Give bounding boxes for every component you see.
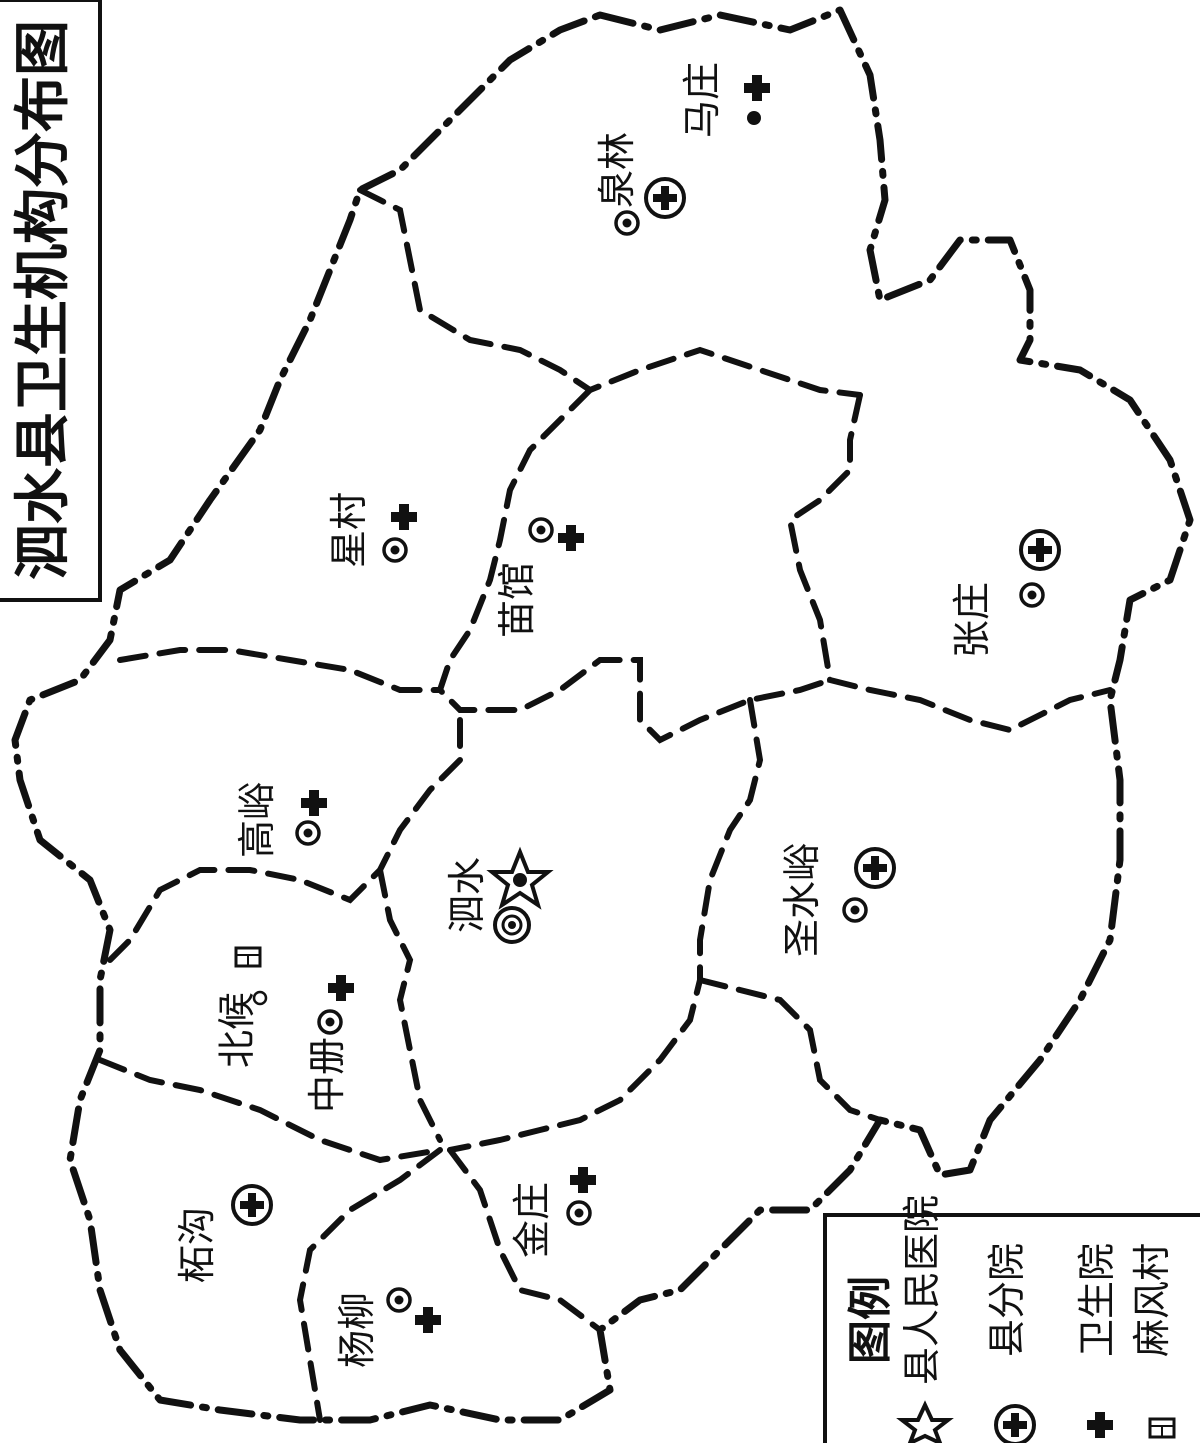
town-dot-icon [747,111,761,125]
health-center-icon [301,790,327,816]
branch-hospital-icon [644,177,686,219]
place-gaoyu: 高峪 [235,782,327,858]
county-seat-icon [493,906,531,944]
label-miaoguan: 苗馆 [495,562,539,638]
label-zhongce: 中册 [305,1037,349,1113]
town-seat-icon [317,1009,343,1035]
place-sishui: 泗水 [445,846,554,944]
town-seat-icon [842,897,868,923]
branch-hospital-icon [231,1184,273,1226]
label-beihou: 北候 [215,992,259,1068]
label-quanlin: 泉林 [595,132,639,208]
title-box: 泗水县卫生机构分布图 [0,0,102,602]
label-mazhuang: 马庄 [680,62,724,138]
town-seat-icon [382,537,408,563]
place-yangliu: 杨柳 [335,1287,441,1368]
legend-health-center-icon [1087,1412,1113,1438]
health-center-icon [415,1307,441,1333]
town-seat-icon [1019,582,1045,608]
legend: 图例 县人民医院 县分院 卫生院 麻风村 [823,1195,1200,1443]
health-center-icon [744,75,770,101]
legend-leprosy-village-icon [1148,1417,1176,1439]
town-seat-icon [614,210,640,236]
leprosy-village-icon [234,946,262,968]
town-seat-icon [566,1200,592,1226]
legend-branch-hospital: 县分院 [985,1243,1029,1357]
place-zhongce: 中册 [305,975,354,1113]
legend-county-hospital: 县人民医院 [900,1195,944,1385]
place-xingcun: 星村 [327,492,417,568]
place-miaoguan: 苗馆 [495,517,584,638]
legend-county-hospital-icon [896,1400,954,1443]
label-zhegou: 柘沟 [175,1207,219,1283]
legend-title: 图例 [845,1276,896,1364]
town-seat-icon [295,820,321,846]
label-xingcun: 星村 [327,492,371,568]
health-center-icon [328,975,354,1001]
health-center-icon [391,504,417,530]
map-title: 泗水县卫生机构分布图 [11,20,76,580]
label-jinzhuang: 金庄 [510,1182,554,1258]
label-yangliu: 杨柳 [335,1292,379,1368]
place-quanlin: 泉林 [595,132,686,236]
label-zhangzhuang: 张庄 [950,582,994,658]
legend-leprosy-village: 麻风村 [1130,1243,1174,1357]
legend-branch-hospital-icon [994,1404,1036,1443]
health-center-icon [558,525,584,551]
place-beihou: 北候 [215,946,268,1068]
place-jinzhuang: 金庄 [510,1167,596,1258]
branch-hospital-icon [1019,529,1061,571]
place-shengshuiyu: 圣水峪 [780,843,896,957]
place-mazhuang: 马庄 [680,62,770,138]
place-zhangzhuang: 张庄 [950,529,1061,658]
label-sishui: 泗水 [445,857,489,933]
place-zhegou: 柘沟 [175,1184,273,1283]
county-boundary [11,6,1194,1424]
label-shengshuiyu: 圣水峪 [780,843,824,957]
label-gaoyu: 高峪 [235,782,279,858]
township-boundaries [97,187,1113,1423]
branch-hospital-icon [854,847,896,889]
legend-health-center: 卫生院 [1075,1243,1119,1357]
town-seat-icon [528,517,554,543]
health-center-icon [570,1167,596,1193]
town-seat-icon [386,1287,412,1313]
